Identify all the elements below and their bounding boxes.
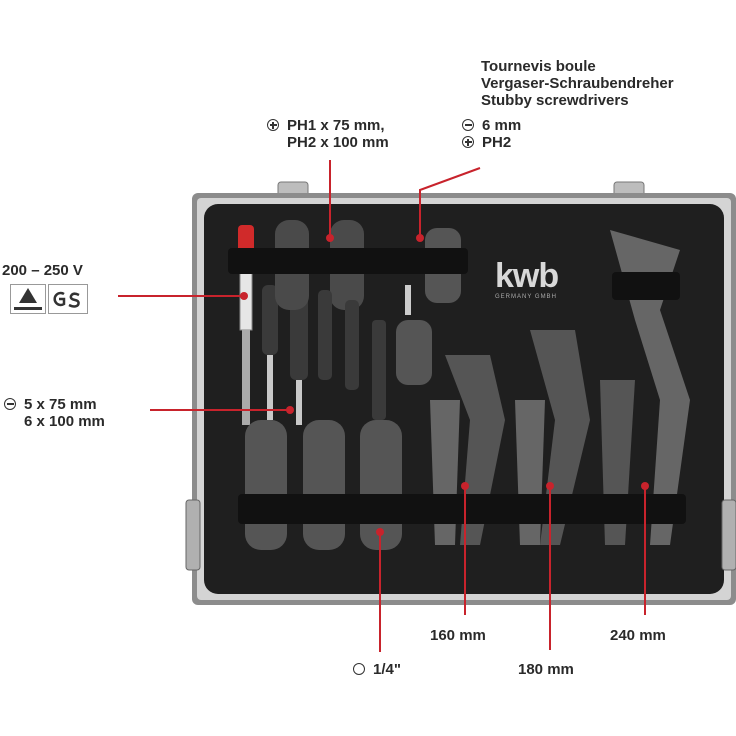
stubby-slot-size: 6 mm <box>482 117 522 134</box>
slotted-size-1: 5 x 75 mm <box>24 396 97 413</box>
tuv-mark-icon <box>10 284 46 314</box>
stubby-label-de: Vergaser-Schraubendreher <box>481 75 674 92</box>
stubby-label-fr: Tournevis boule <box>481 58 596 75</box>
stubby-ph-size: PH2 <box>482 134 512 151</box>
brand-logo: kwb GERMANY GMBH <box>495 236 605 300</box>
callout-dots <box>240 234 649 536</box>
slotted-screwdrivers <box>262 285 308 425</box>
brand-logo-text: kwb <box>495 257 559 295</box>
stubby-ph-line: PH2 <box>462 134 511 151</box>
plier-240-label: 240 mm <box>610 627 666 644</box>
stubby-slot-line: 6 mm <box>462 117 521 134</box>
brand-logo-sub: GERMANY GMBH <box>495 294 557 300</box>
voltage-label: 200 – 250 V <box>2 262 83 279</box>
plier-strap <box>612 272 680 300</box>
gs-mark-icon <box>48 284 88 314</box>
case-latch-left <box>185 499 201 571</box>
certification-badges <box>10 284 88 314</box>
slotted-size-2: 6 x 100 mm <box>24 413 105 430</box>
top-strap <box>228 248 468 274</box>
hex-icon <box>353 663 365 675</box>
bit-holder-line: 1/4" <box>353 661 401 678</box>
bottom-strap <box>238 494 686 524</box>
plier-180-label: 180 mm <box>518 661 574 678</box>
phillips-icon <box>462 136 474 148</box>
slotted-icon <box>4 398 16 410</box>
stubby-label-en: Stubby screwdrivers <box>481 92 629 109</box>
bit-holder-label: 1/4" <box>373 661 401 678</box>
phillips-size-2: PH2 x 100 mm <box>287 134 389 151</box>
callout-lines <box>118 160 646 652</box>
phillips-icon <box>267 119 279 131</box>
plier-160-label: 160 mm <box>430 627 486 644</box>
phillips-line-1: PH1 x 75 mm, <box>267 117 385 134</box>
slotted-line-1: 5 x 75 mm <box>4 396 97 413</box>
case-latch-right <box>721 499 736 571</box>
phillips-size-1: PH1 x 75 mm, <box>287 117 385 134</box>
slotted-icon <box>462 119 474 131</box>
